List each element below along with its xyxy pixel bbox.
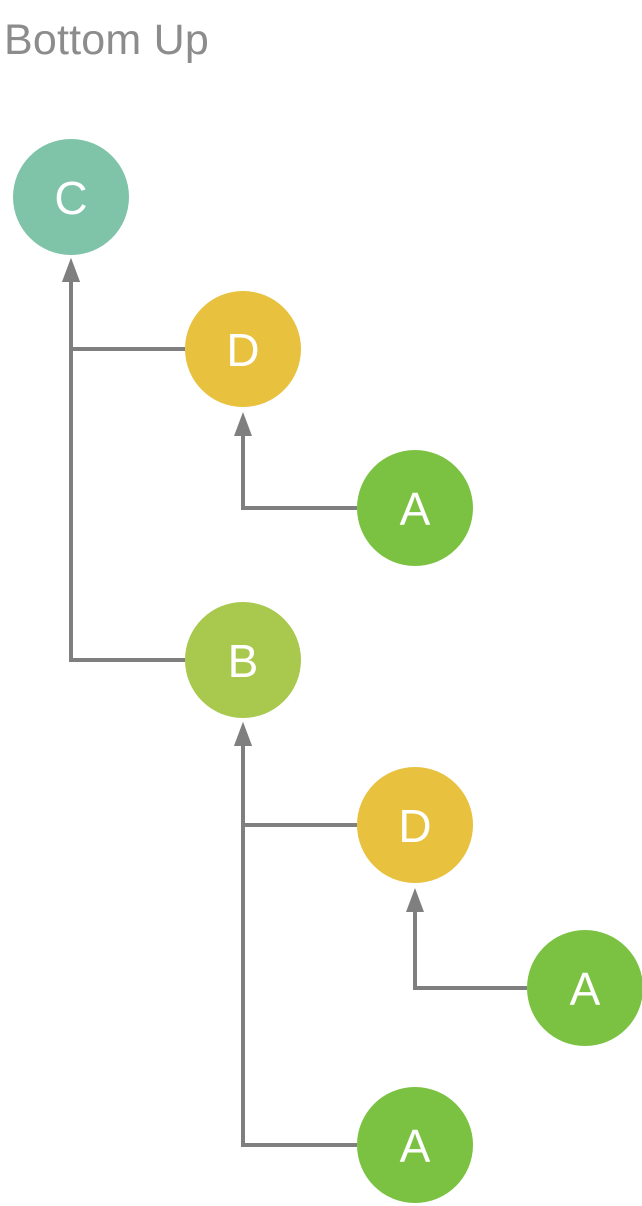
graph-node-c-root[interactable]: C — [13, 139, 129, 255]
node-label: A — [570, 963, 601, 1015]
node-label: B — [228, 635, 259, 687]
edge-b-mid-to-c — [62, 258, 185, 662]
arrowhead-icon — [234, 722, 252, 746]
graph-node-d-upper[interactable]: D — [185, 291, 301, 407]
edge-line — [413, 902, 527, 990]
arrowhead-icon — [62, 258, 80, 282]
node-label: C — [54, 172, 87, 224]
edge-a-bottom-to-b — [234, 722, 357, 1147]
edge-line — [69, 272, 185, 662]
node-circle[interactable] — [185, 602, 301, 718]
node-label: A — [400, 1120, 431, 1172]
edge-a-right-to-d — [406, 888, 527, 990]
graph-node-a-upper[interactable]: A — [357, 450, 473, 566]
arrowhead-icon — [234, 412, 252, 436]
arrowhead-icon — [406, 888, 424, 912]
edge-d-lower-to-b — [234, 722, 357, 827]
edge-d-upper-to-c — [62, 258, 185, 351]
node-circle[interactable] — [357, 450, 473, 566]
edge-a-upper-to-d — [234, 412, 357, 510]
node-layer: C D A B D A A — [13, 139, 642, 1203]
node-circle[interactable] — [185, 291, 301, 407]
node-circle[interactable] — [527, 930, 642, 1046]
node-label: D — [398, 800, 431, 852]
edge-line — [241, 426, 357, 510]
edge-line — [241, 736, 357, 827]
graph-node-d-lower[interactable]: D — [357, 767, 473, 883]
edge-layer — [62, 258, 527, 1147]
edge-line — [241, 736, 357, 1147]
node-circle[interactable] — [13, 139, 129, 255]
node-circle[interactable] — [357, 1087, 473, 1203]
page-title: Bottom Up — [4, 16, 209, 64]
graph-node-b-mid[interactable]: B — [185, 602, 301, 718]
node-label: A — [400, 483, 431, 535]
node-label: D — [226, 324, 259, 376]
node-circle[interactable] — [357, 767, 473, 883]
graph-node-a-right[interactable]: A — [527, 930, 642, 1046]
graph-node-a-bottom[interactable]: A — [357, 1087, 473, 1203]
edge-line — [69, 272, 185, 351]
